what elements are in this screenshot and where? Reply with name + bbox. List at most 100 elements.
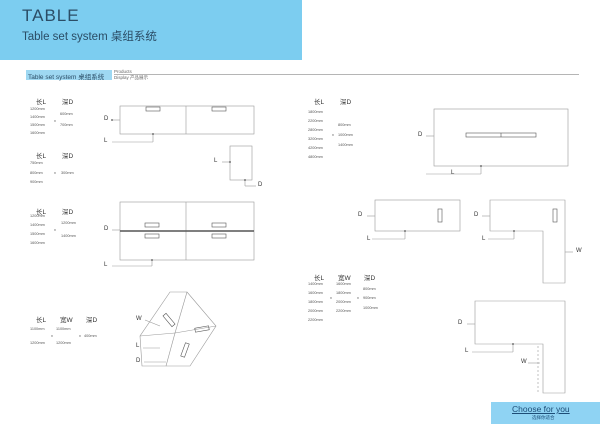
leader-dot <box>152 133 154 135</box>
choose-for-you-label[interactable]: Choose for you <box>512 404 570 414</box>
plan-6-grommet <box>437 208 443 223</box>
plan-5-table-outline <box>433 108 569 167</box>
leader-dot <box>111 119 113 121</box>
length-value: 1400mm <box>30 115 45 119</box>
depth-header: 深D <box>62 153 74 160</box>
plan-3-grommet <box>211 222 227 228</box>
times-sign: x <box>332 133 334 137</box>
length-value: 4200mm <box>308 146 323 150</box>
plan-2-return-outline <box>229 145 253 181</box>
plan-7-l-desk-outline <box>489 199 566 284</box>
length-header: 长L <box>314 275 325 282</box>
length-header: 长L <box>36 209 47 216</box>
section-divider <box>114 74 579 75</box>
plan-4-grommet <box>162 312 176 328</box>
length-value: 1600mm <box>30 241 45 245</box>
length-value: 3200mm <box>308 137 323 141</box>
plan-4-width-leader <box>144 319 161 327</box>
length-letter: L <box>104 262 108 268</box>
length-letter: L <box>136 343 140 349</box>
leader-dot <box>151 259 153 261</box>
length-value: 1200mm <box>30 341 45 345</box>
width-header: 宽W <box>60 317 73 324</box>
depth-letter: D <box>258 182 263 188</box>
section-label: Table set system 桌组系统 <box>28 74 105 81</box>
depth-letter: D <box>136 358 141 364</box>
depth-value: 700mm <box>60 123 73 127</box>
depth-value: 400mm <box>84 334 97 338</box>
width-letter: W <box>136 316 142 322</box>
display-label: Display 产品展示 <box>114 75 149 80</box>
length-value: 2200mm <box>308 119 323 123</box>
depth-letter: D <box>104 226 109 232</box>
length-letter: L <box>465 348 469 354</box>
plan-4-divider <box>165 332 176 367</box>
plan-3-grommet <box>144 222 160 228</box>
leader-dot <box>480 165 482 167</box>
plan-4-grommet <box>194 325 210 333</box>
times-sign: x <box>54 119 56 123</box>
times-sign: x <box>54 228 56 232</box>
depth-header: 深D <box>62 99 74 106</box>
depth-value: 1200mm <box>61 221 76 225</box>
width-value: 1800mm <box>336 291 351 295</box>
depth-letter: D <box>474 212 479 218</box>
length-header: 长L <box>36 317 47 324</box>
leader-dot <box>512 343 514 345</box>
plan-4-pod-outline <box>139 291 217 367</box>
plan-3-grommet <box>211 233 227 239</box>
plan-1-desk-outline <box>119 105 255 135</box>
depth-header: 深D <box>364 275 376 282</box>
section-bar <box>26 70 112 80</box>
length-value: 1200mm <box>30 107 45 111</box>
width-value: 1600mm <box>336 282 351 286</box>
depth-header: 深D <box>62 209 74 216</box>
length-letter: L <box>482 236 486 242</box>
leader-dot <box>229 161 231 163</box>
length-letter: L <box>451 170 455 176</box>
plan-4-divider <box>139 332 176 337</box>
length-value: 800mm <box>30 171 43 175</box>
length-letter: L <box>104 138 108 144</box>
depth-value: 1000mm <box>363 306 378 310</box>
length-value: 1500mm <box>30 232 45 236</box>
plan-6-desk-outline <box>374 199 461 232</box>
plan-3-grommet <box>144 233 160 239</box>
choose-for-you-button[interactable] <box>491 402 600 424</box>
width-value: 1200mm <box>56 341 71 345</box>
plan-8-l-desk-outline <box>474 300 566 394</box>
times-sign: x <box>79 334 81 338</box>
times-sign: x <box>330 296 332 300</box>
depth-value: 1000mm <box>338 133 353 137</box>
length-value: 1100mm <box>30 327 45 331</box>
length-value: 1600mm <box>308 291 323 295</box>
length-value: 1400mm <box>30 223 45 227</box>
depth-value: 800mm <box>338 123 351 127</box>
length-value: 1600mm <box>30 131 45 135</box>
depth-letter: D <box>418 132 423 138</box>
depth-letter: D <box>104 116 109 122</box>
width-letter: W <box>521 359 527 365</box>
plan-4-divider <box>174 291 188 334</box>
depth-value: 300mm <box>61 171 74 175</box>
choose-for-you-sublabel: 选择你适合 <box>532 415 555 420</box>
depth-value: 600mm <box>60 112 73 116</box>
length-value: 1200mm <box>30 214 45 218</box>
page-subtitle: Table set system 桌组系统 <box>22 31 157 43</box>
length-value: 4800mm <box>308 155 323 159</box>
leader-dot <box>244 179 246 181</box>
length-value: 1500mm <box>30 123 45 127</box>
length-value: 1800mm <box>308 110 323 114</box>
length-value: 750mm <box>30 161 43 165</box>
length-header: 长L <box>36 153 47 160</box>
length-letter: L <box>367 236 371 242</box>
depth-letter: D <box>358 212 363 218</box>
length-value: 2800mm <box>308 128 323 132</box>
depth-value: 900mm <box>363 296 376 300</box>
length-header: 长L <box>314 99 325 106</box>
depth-letter: D <box>458 320 463 326</box>
depth-value: 800mm <box>363 287 376 291</box>
plan-1-grommet <box>145 106 161 112</box>
depth-value: 1400mm <box>338 143 353 147</box>
